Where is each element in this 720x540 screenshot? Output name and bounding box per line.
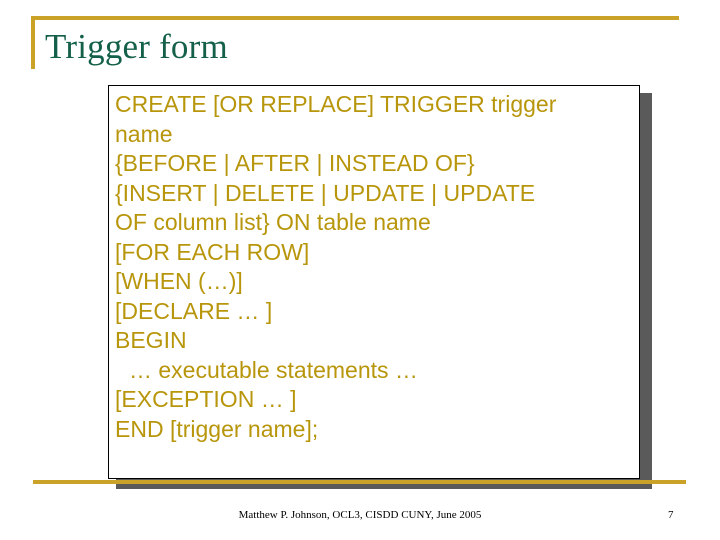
footer-rule-bottom [33,480,686,484]
code-line: [DECLARE … ] [115,297,273,324]
code-line: CREATE [OR REPLACE] TRIGGER trigger [115,91,557,117]
code-line: name [115,120,173,147]
code-line: … executable statements … [129,356,418,383]
page-number: 7 [668,509,674,521]
code-line: [FOR EACH ROW] [115,238,310,265]
code-box-content: CREATE [OR REPLACE] TRIGGER trigger name… [109,86,639,444]
code-line: {INSERT | DELETE | UPDATE | UPDATE [115,179,536,206]
code-line: BEGIN [115,327,187,353]
title-rule-top [31,16,679,20]
title-rule-left [31,16,35,69]
code-line: END [trigger name]; [115,415,319,442]
code-box: CREATE [OR REPLACE] TRIGGER trigger name… [108,85,640,479]
code-line: [WHEN (…)] [115,268,243,294]
page-title: Trigger form [45,27,228,66]
code-line: [EXCEPTION … ] [115,386,297,412]
code-line: OF column list} ON table name [115,209,431,235]
code-line: {BEFORE | AFTER | INSTEAD OF} [115,150,475,176]
footer-credit: Matthew P. Johnson, OCL3, CISDD CUNY, Ju… [238,509,482,521]
